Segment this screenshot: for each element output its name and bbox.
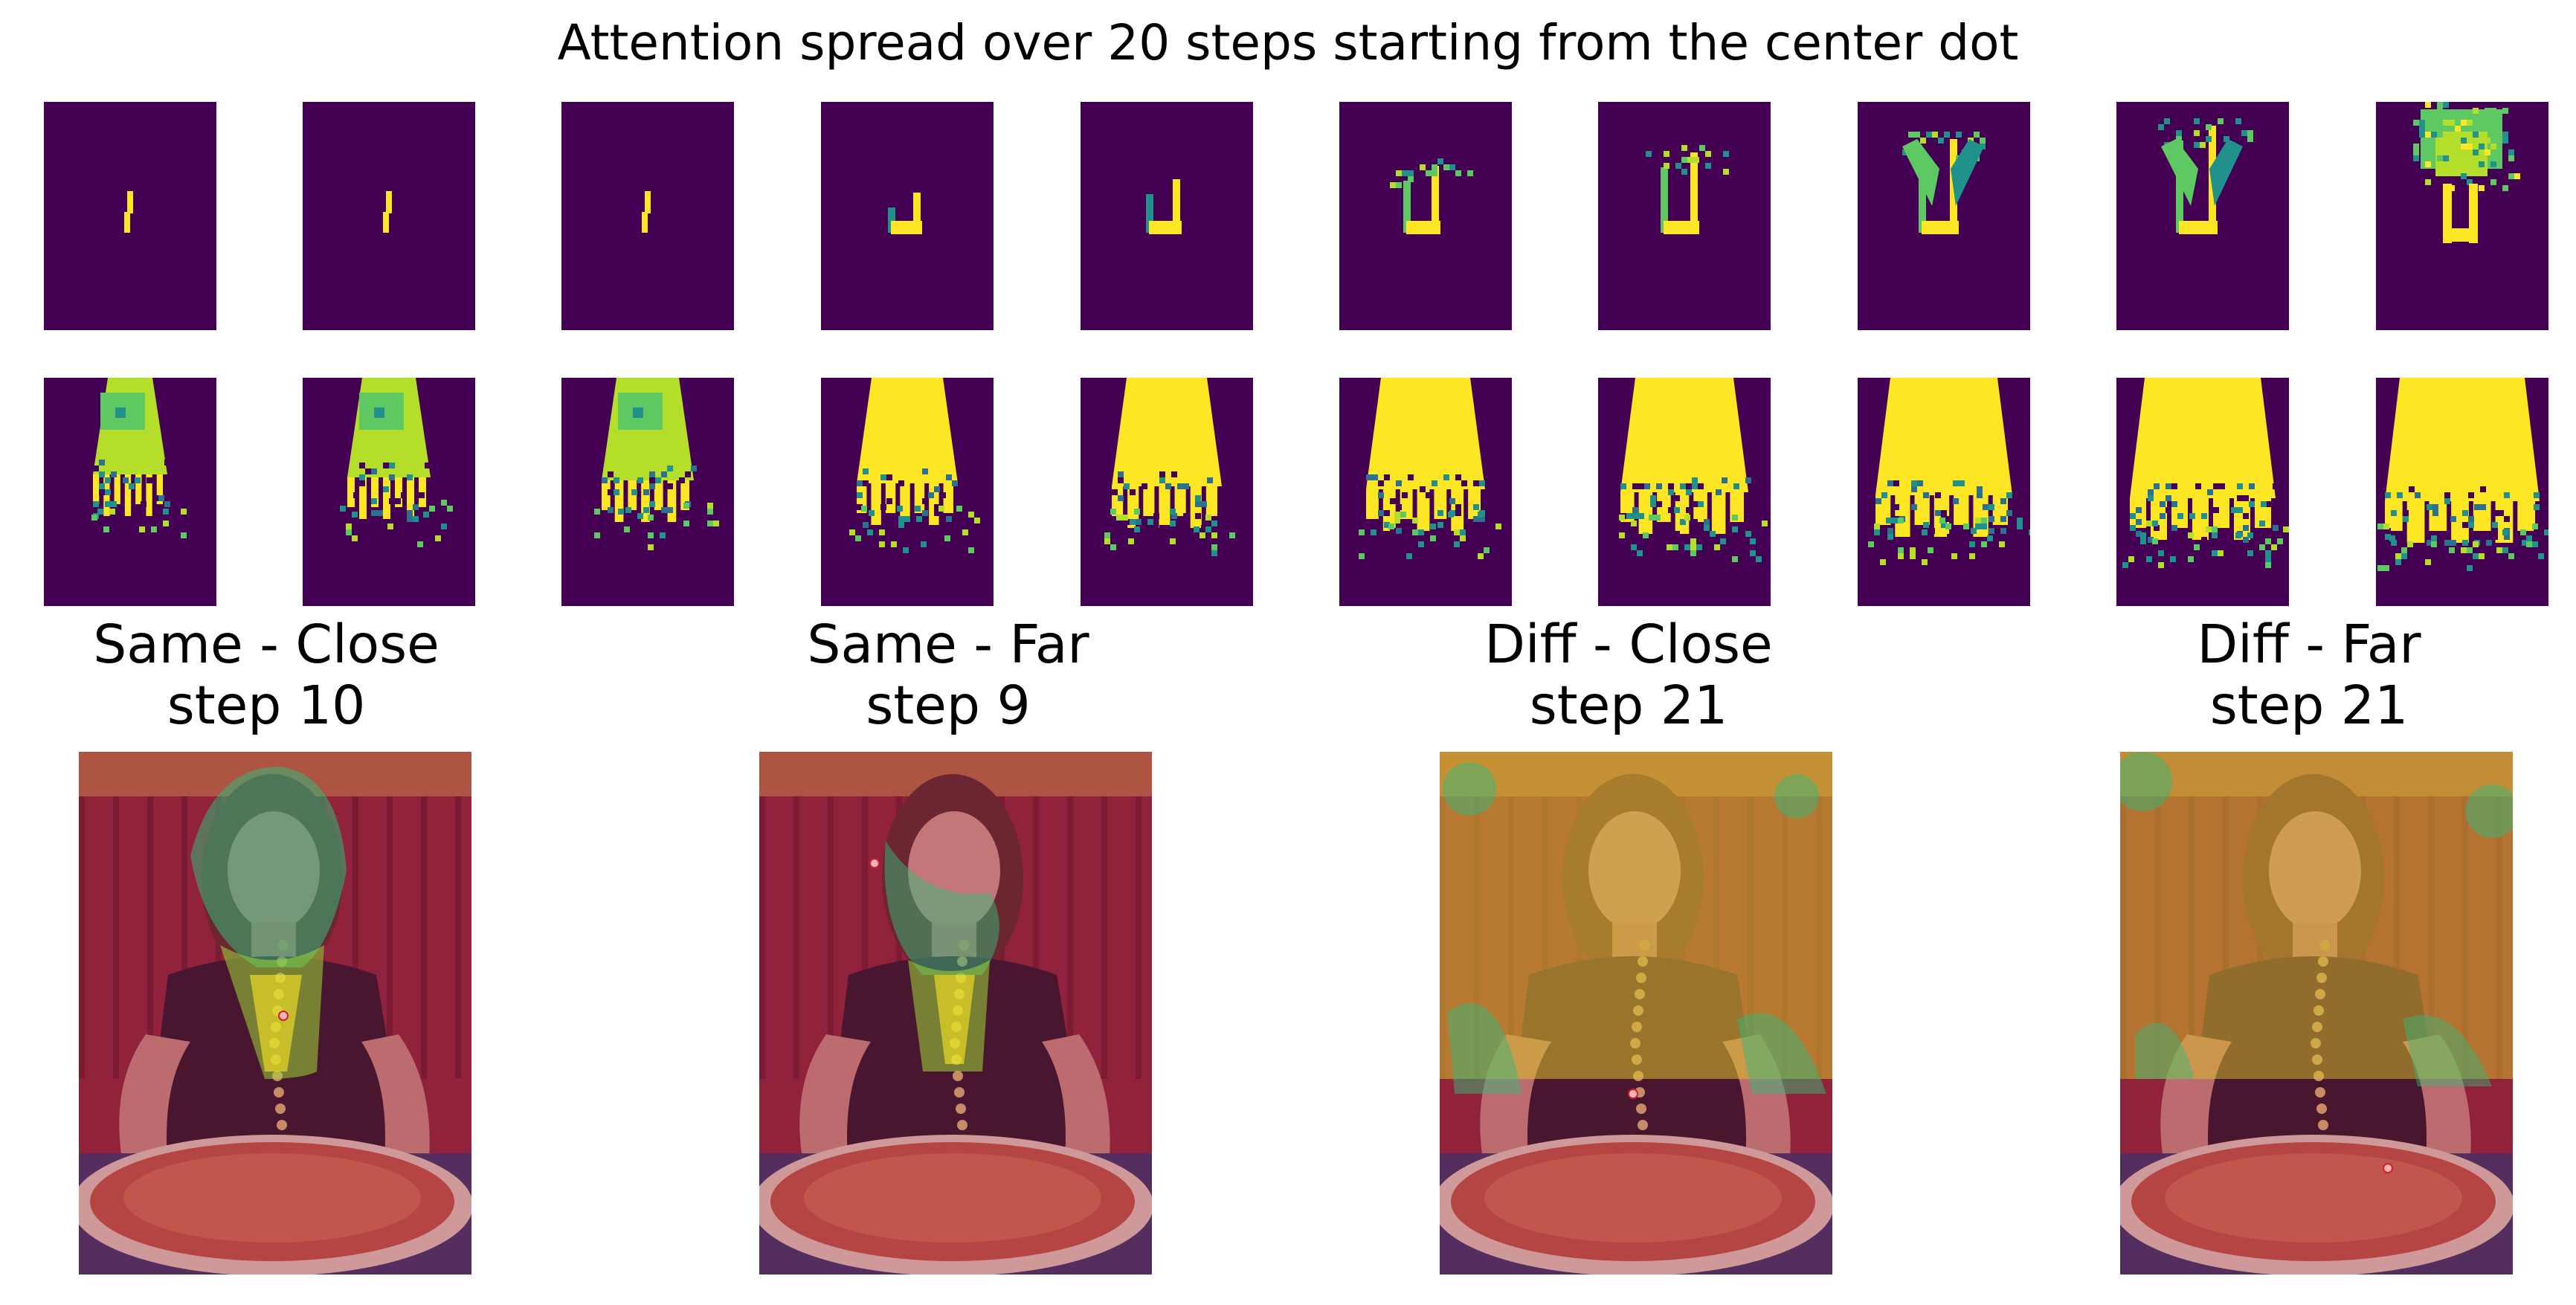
panel-title-same-close: Same - Close step 10 [6,614,527,736]
attention-map [2116,102,2289,330]
photo-with-attention-overlay [759,752,1152,1275]
attention-map [1081,102,1253,330]
attention-map [2376,102,2548,330]
attention-map [1339,378,1512,606]
attention-thumbnail [1339,378,1512,606]
attention-map [821,378,994,606]
panel-step: step 10 [167,674,366,736]
attention-thumbnail [303,378,475,606]
attention-map [1598,378,1771,606]
panel-label: Diff - Far [2197,613,2421,675]
attention-thumbnail [1081,102,1253,330]
figure-title: Attention spread over 20 steps starting … [557,14,2019,71]
attention-thumbnail [2376,102,2548,330]
attention-thumbnail [2116,102,2289,330]
attention-map [1858,378,2030,606]
attention-thumbnail [1858,102,2030,330]
attention-thumbnail [303,102,475,330]
attention-thumbnail [1081,378,1253,606]
attention-thumbnail [1598,378,1771,606]
panel-label: Diff - Close [1484,613,1773,675]
attention-thumbnail [1598,102,1771,330]
attention-thumbnail [1339,102,1512,330]
attention-map [303,378,475,606]
attention-map [561,102,734,330]
photo-with-attention-overlay [1440,752,1832,1275]
attention-map [1081,378,1253,606]
attention-map [303,102,475,330]
photo-with-attention-overlay [2120,752,2513,1275]
attention-map [1598,102,1771,330]
attention-map [821,102,994,330]
attention-overlay-photo-diff-far [2120,752,2513,1275]
panel-title-same-far: Same - Far step 9 [688,614,1208,736]
panel-step: step 21 [1529,674,1728,736]
attention-map [561,378,734,606]
attention-thumbnail [44,378,216,606]
attention-thumbnail [2376,378,2548,606]
attention-thumbnail [821,102,994,330]
photo-with-attention-overlay [79,752,471,1275]
attention-thumbnail [561,378,734,606]
panel-label: Same - Far [807,613,1089,675]
attention-map [44,378,216,606]
attention-overlay-photo-same-close [79,752,471,1275]
attention-overlay-photo-diff-close [1440,752,1832,1275]
attention-map [1339,102,1512,330]
panel-title-diff-close: Diff - Close step 21 [1368,614,1889,736]
panel-step: step 21 [2209,674,2409,736]
panel-label: Same - Close [93,613,439,675]
attention-map [1858,102,2030,330]
panel-step: step 9 [866,674,1031,736]
attention-map [2376,378,2548,606]
attention-thumbnail [561,102,734,330]
panel-title-diff-far: Diff - Far step 21 [2049,614,2569,736]
attention-thumbnail [44,102,216,330]
attention-map [44,102,216,330]
attention-thumbnail [2116,378,2289,606]
attention-thumbnail [821,378,994,606]
attention-overlay-photo-same-far [759,752,1152,1275]
attention-map [2116,378,2289,606]
attention-thumbnail [1858,378,2030,606]
